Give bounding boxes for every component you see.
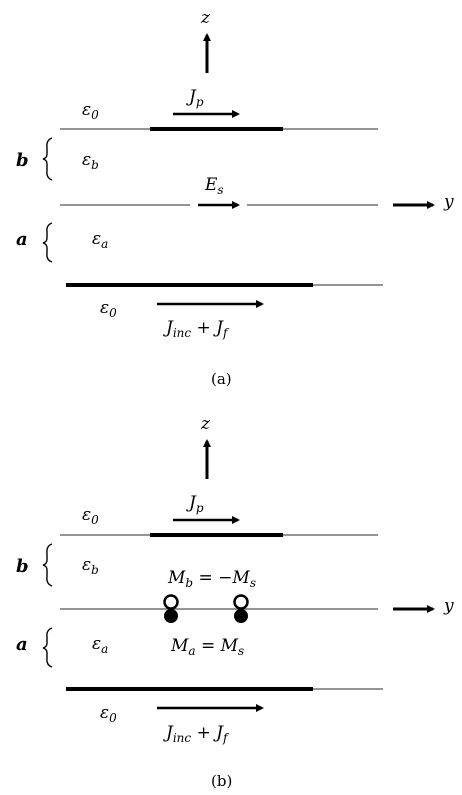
jp-label: Jp	[186, 87, 204, 109]
jinc-jf-label: Jinc + Jf	[163, 723, 230, 745]
layer-a-brace	[42, 627, 53, 668]
eps-a-label: εa	[92, 229, 108, 251]
ma-source-right	[234, 609, 248, 623]
caption-b: (b)	[211, 772, 232, 790]
layer-b-brace	[42, 543, 53, 587]
jp-label: Jp	[186, 493, 204, 515]
jinc-jf-label: Jinc + Jf	[163, 318, 230, 340]
eps-a-label: εa	[92, 634, 108, 656]
ma-equation: Ma = Ms	[170, 636, 244, 658]
layer-a-label: a	[16, 229, 28, 250]
eps-bottom-label: ε0	[100, 703, 117, 725]
es-label: Es	[204, 175, 224, 197]
layer-b-label: b	[16, 556, 29, 577]
z-axis-label: z	[200, 414, 211, 434]
layer-a-brace	[42, 222, 53, 263]
z-axis-label: z	[200, 8, 211, 28]
y-axis-label: y	[443, 596, 454, 616]
eps-b-label: εb	[82, 150, 99, 172]
panel-a: z ε0 Jp b εb Es y a εa ε0 Jinc + Jf (a)	[16, 8, 454, 388]
layer-a-label: a	[16, 634, 28, 655]
eps-top-label: ε0	[82, 505, 99, 527]
y-axis-label: y	[443, 192, 454, 212]
mb-source-right	[233, 594, 249, 610]
layer-b-brace	[42, 137, 53, 181]
layer-b-label: b	[16, 150, 29, 171]
panel-b: z ε0 Jp b εb Mb = −Ms y a εa Ma = Ms ε0	[16, 414, 454, 790]
caption-a: (a)	[211, 370, 232, 388]
eps-b-label: εb	[82, 555, 99, 577]
mb-equation: Mb = −Ms	[167, 568, 256, 590]
ma-source-left	[164, 609, 178, 623]
eps-top-label: ε0	[82, 100, 99, 122]
eps-bottom-label: ε0	[100, 298, 117, 320]
mb-source-left	[163, 594, 179, 610]
